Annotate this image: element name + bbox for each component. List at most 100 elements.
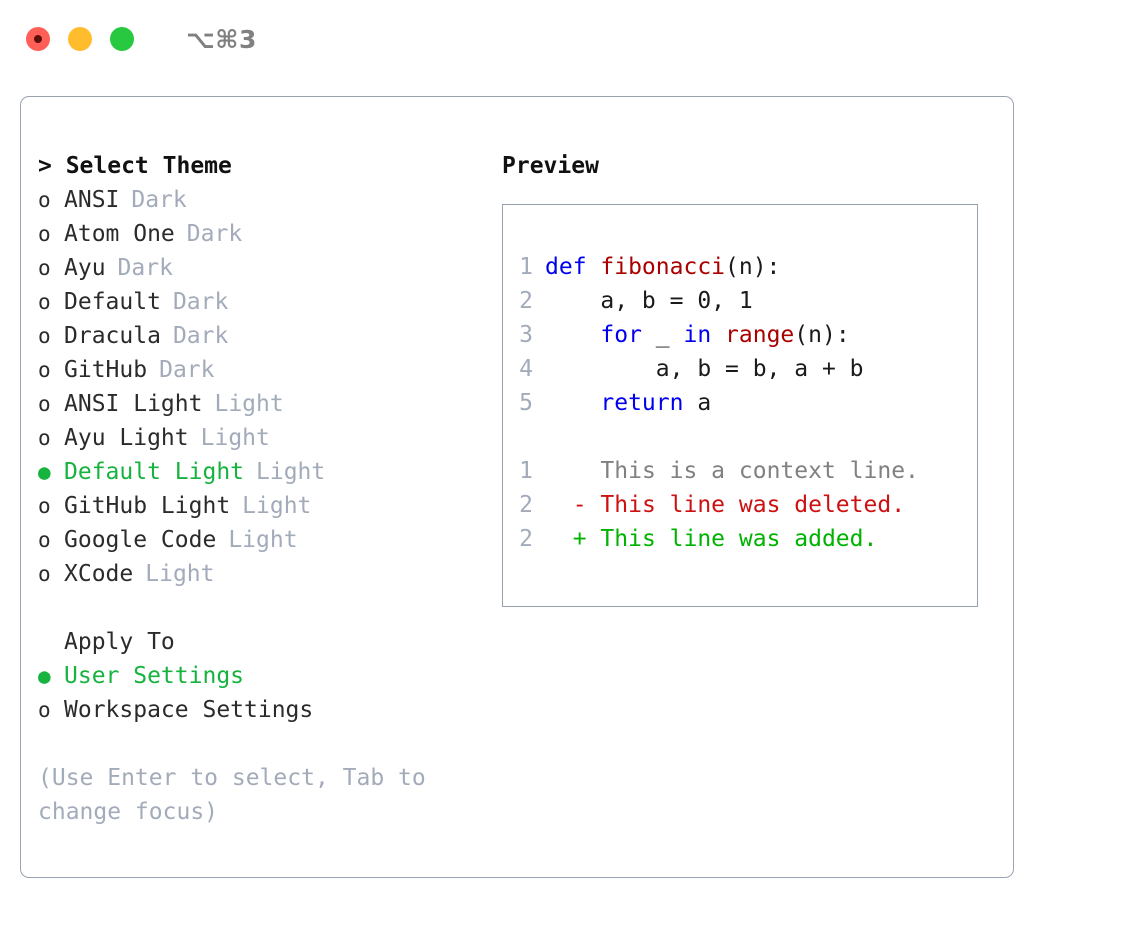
apply-to-heading: Apply To — [64, 629, 175, 655]
code-line-text: return a — [545, 386, 711, 420]
radio-unselected-icon: o — [38, 358, 51, 382]
theme-option-variant-tag: Dark — [131, 187, 187, 213]
apply-to-option-list: ● User Settings o Workspace Settings — [38, 659, 488, 727]
theme-option-xcode[interactable]: o XCode Light — [38, 557, 488, 591]
code-token-fn: fibonacci — [600, 254, 726, 280]
radio-unselected-icon: o — [38, 188, 51, 212]
theme-option-variant-tag: Light — [200, 425, 270, 451]
theme-option-default[interactable]: o Default Dark — [38, 285, 488, 319]
radio-unselected-icon: o — [38, 324, 51, 348]
theme-option-label: ANSI Light — [64, 391, 203, 417]
theme-option-label: Ayu Light — [64, 425, 189, 451]
code-token-pl: _ — [655, 322, 684, 348]
apply-to-option-label: Workspace Settings — [64, 697, 314, 723]
apply-to-option-workspace-settings[interactable]: o Workspace Settings — [38, 693, 488, 727]
theme-option-ayu-light[interactable]: o Ayu Light Light — [38, 421, 488, 455]
radio-unselected-icon: o — [38, 392, 51, 416]
code-diff-gap — [503, 420, 977, 454]
diff-line-content: This line was added. — [586, 526, 878, 552]
theme-option-label: Google Code — [64, 527, 217, 553]
radio-unselected-icon: o — [38, 256, 51, 280]
code-token-pl — [545, 390, 600, 416]
code-line: 3 for _ in range(n): — [503, 318, 977, 352]
code-token-pl: a, b = 0, 1 — [545, 288, 753, 314]
theme-option-label: XCode — [64, 561, 134, 587]
theme-option-label: Default Light — [64, 459, 245, 485]
maximize-button[interactable] — [110, 27, 134, 51]
code-line-number: 1 — [519, 254, 533, 280]
hint-spacer — [38, 727, 488, 761]
theme-option-dracula[interactable]: o Dracula Dark — [38, 319, 488, 353]
window-controls — [26, 27, 134, 51]
code-line-number: 5 — [519, 390, 533, 416]
diff-line-ctx: 1 This is a context line. — [503, 454, 977, 488]
code-line-number: 2 — [519, 288, 533, 314]
theme-option-variant-tag: Dark — [186, 221, 243, 247]
code-token-pl: (n): — [794, 322, 850, 348]
theme-option-label: Dracula — [64, 323, 161, 349]
radio-unselected-icon: o — [38, 698, 51, 722]
radio-unselected-icon: o — [38, 528, 51, 552]
apply-to-option-label: User Settings — [64, 663, 245, 689]
theme-option-label: ANSI — [64, 187, 120, 213]
diff-line-number: 2 — [519, 492, 533, 518]
code-token-kw: for — [600, 322, 656, 348]
close-button[interactable] — [26, 27, 50, 51]
diff-sample: 1 This is a context line.2 - This line w… — [503, 454, 977, 556]
theme-option-label: GitHub — [64, 357, 148, 383]
radio-selected-icon: ● — [38, 664, 51, 688]
code-token-pl: a, b = b, a + b — [545, 356, 864, 382]
minimize-button[interactable] — [68, 27, 92, 51]
radio-unselected-icon: o — [38, 290, 51, 314]
theme-option-variant-tag: Dark — [117, 255, 173, 281]
radio-selected-icon: ● — [38, 460, 51, 484]
select-theme-heading: > Select Theme — [38, 153, 232, 179]
window-title-shortcut: ⌥⌘3 — [186, 24, 257, 54]
preview-heading: Preview — [502, 153, 599, 179]
theme-option-label: Ayu — [64, 255, 106, 281]
code-token-pl: a — [697, 390, 712, 416]
keyboard-hint-text: (Use Enter to select, Tab to change focu… — [38, 765, 426, 825]
theme-option-atom-one[interactable]: o Atom One Dark — [38, 217, 488, 251]
theme-option-variant-tag: Light — [242, 493, 312, 519]
theme-option-label: Default — [64, 289, 161, 315]
diff-line-add: 2 + This line was added. — [503, 522, 977, 556]
diff-line-content: This is a context line. — [586, 458, 919, 484]
theme-option-variant-tag: Dark — [172, 289, 229, 315]
theme-option-variant-tag: Light — [228, 527, 298, 553]
theme-option-variant-tag: Dark — [159, 357, 215, 383]
theme-option-google-code[interactable]: o Google Code Light — [38, 523, 488, 557]
diff-line-number: 2 — [519, 526, 533, 552]
theme-option-variant-tag: Dark — [172, 323, 229, 349]
diff-line-text: This is a context line. — [545, 454, 919, 488]
code-token-fn: range — [725, 322, 795, 348]
diff-marker-ctx — [573, 458, 587, 484]
radio-unselected-icon: o — [38, 562, 51, 586]
code-line-text: a, b = 0, 1 — [545, 284, 753, 318]
diff-line-text: + This line was added. — [545, 522, 878, 556]
apply-to-option-user-settings[interactable]: ● User Settings — [38, 659, 488, 693]
theme-option-variant-tag: Light — [256, 459, 326, 485]
code-line-number: 4 — [519, 356, 533, 382]
theme-option-variant-tag: Light — [145, 561, 215, 587]
theme-option-default-light[interactable]: ● Default Light Light — [38, 455, 488, 489]
theme-option-ayu[interactable]: o Ayu Dark — [38, 251, 488, 285]
theme-option-ansi[interactable]: o ANSI Dark — [38, 183, 488, 217]
theme-option-label: Atom One — [64, 221, 175, 247]
theme-option-variant-tag: Light — [214, 391, 284, 417]
theme-option-label: GitHub Light — [64, 493, 231, 519]
code-line: 2 a, b = 0, 1 — [503, 284, 977, 318]
theme-option-ansi-light[interactable]: o ANSI Light Light — [38, 387, 488, 421]
code-line-text: for _ in range(n): — [545, 318, 850, 352]
radio-unselected-icon: o — [38, 426, 51, 450]
theme-option-github[interactable]: o GitHub Dark — [38, 353, 488, 387]
code-line-number: 3 — [519, 322, 533, 348]
list-spacer — [38, 591, 488, 625]
radio-unselected-icon: o — [38, 222, 51, 246]
